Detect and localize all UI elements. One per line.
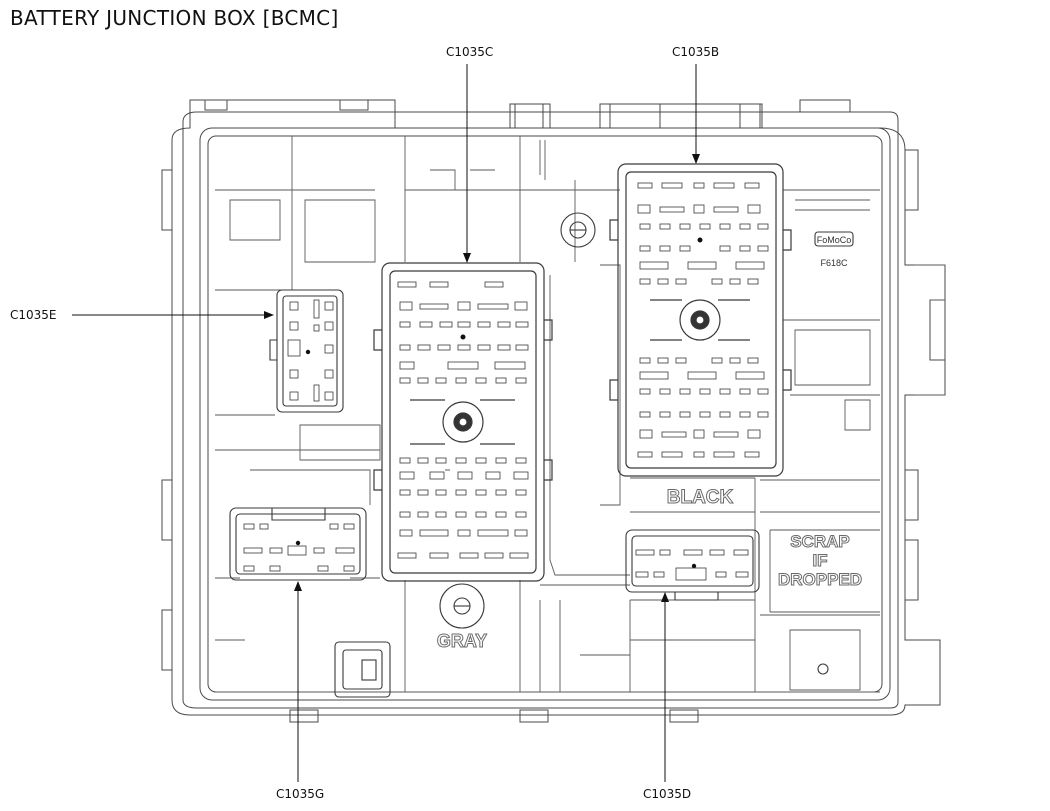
part-code: F618C [820, 258, 848, 268]
mounting-bosses [334, 212, 854, 698]
connector-label-c1035c: C1035C [446, 45, 494, 59]
pin-one-marker-c1035d [691, 563, 697, 569]
terminals-c1035b [637, 182, 769, 458]
terminals-c1035e [287, 299, 334, 402]
connector-label-c1035b: C1035B [672, 45, 720, 59]
leader-lines [72, 64, 700, 782]
pin-one-marker-c1035e [305, 349, 311, 355]
gray-marking: GRAY [437, 631, 487, 651]
connector-c1035c [373, 262, 553, 582]
diagram-title: BATTERY JUNCTION BOX [BCMC] [10, 6, 339, 30]
pin-one-marker-c1035c [460, 334, 466, 340]
connector-c1035d [625, 529, 760, 601]
terminals-c1035d [635, 549, 749, 581]
scrap-marking-line3: DROPPED [778, 570, 862, 589]
connector-label-c1035e: C1035E [10, 308, 57, 322]
pin-one-marker-c1035g [295, 540, 301, 546]
internal-ribs [215, 136, 945, 693]
black-marking: BLACK [667, 487, 734, 508]
connector-label-c1035g: C1035G [276, 787, 325, 801]
connector-c1035b [609, 163, 792, 477]
scrap-marking-line2: IF [812, 551, 827, 570]
terminals-c1035c [397, 281, 529, 559]
connector-c1035g [229, 507, 367, 581]
connector-c1035e [269, 289, 344, 413]
housing-outline [161, 99, 946, 723]
pin-one-marker-c1035b [697, 237, 703, 243]
terminals-c1035g [243, 523, 355, 572]
scrap-marking-line1: SCRAP [790, 532, 850, 551]
fomoco-logo: FoMoCo [817, 235, 852, 245]
connector-label-c1035d: C1035D [643, 787, 692, 801]
